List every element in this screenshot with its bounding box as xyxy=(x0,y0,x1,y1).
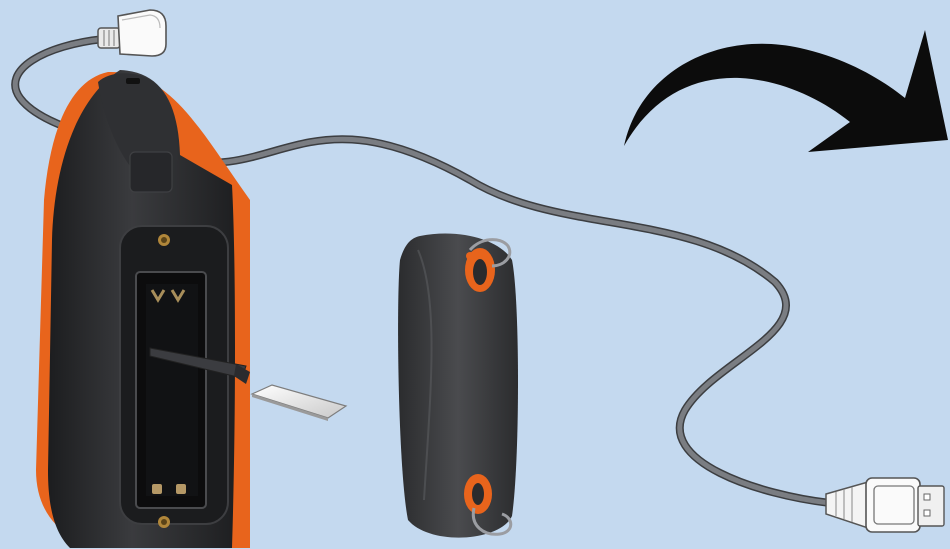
usb-a-plug xyxy=(826,478,944,532)
mini-usb-plug xyxy=(98,10,166,56)
gps-device-icon xyxy=(36,70,250,548)
sd-card-icon xyxy=(252,385,346,421)
curved-arrow-icon xyxy=(624,30,948,152)
battery-cover-icon xyxy=(398,233,518,537)
